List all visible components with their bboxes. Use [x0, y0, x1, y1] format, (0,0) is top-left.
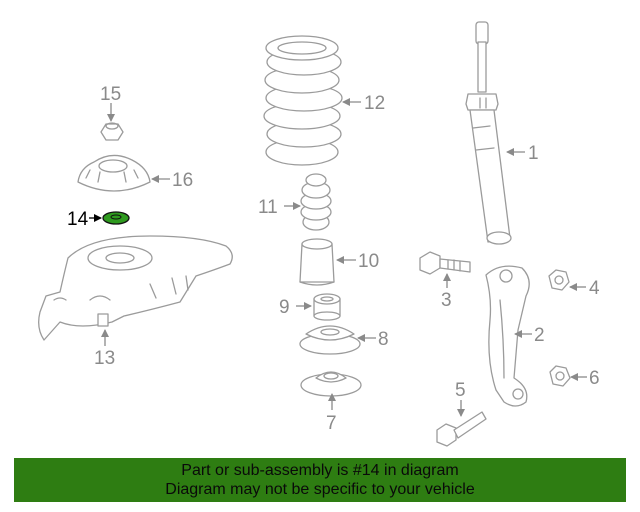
- callout-16: 16: [172, 170, 193, 191]
- nut-lower-part[interactable]: [549, 365, 571, 387]
- callout-2: 2: [534, 325, 545, 346]
- nut-upper-part[interactable]: [548, 269, 570, 291]
- callout-5: 5: [455, 380, 466, 401]
- callout-4: 4: [589, 278, 600, 299]
- callout-7: 7: [326, 413, 337, 434]
- coil-spring-part[interactable]: [263, 35, 343, 166]
- knuckle-bracket-part[interactable]: [38, 235, 233, 341]
- callout-9: 9: [279, 297, 290, 318]
- fitment-notice-banner: Part or sub-assembly is #14 in diagram D…: [14, 458, 626, 502]
- banner-line-1: Part or sub-assembly is #14 in diagram: [181, 462, 459, 479]
- callout-10: 10: [358, 251, 379, 272]
- callout-3: 3: [441, 290, 452, 311]
- callout-6: 6: [589, 368, 600, 389]
- washer-part-highlighted[interactable]: [102, 211, 130, 225]
- spring-seat-part[interactable]: [299, 325, 361, 355]
- callout-12: 12: [364, 93, 385, 114]
- control-link-part[interactable]: [485, 265, 530, 407]
- shock-absorber-part[interactable]: [465, 21, 512, 245]
- top-nut-part[interactable]: [100, 122, 124, 141]
- spacer-part[interactable]: [313, 293, 341, 321]
- dust-boot-part[interactable]: [299, 238, 335, 286]
- bump-stop-part[interactable]: [300, 173, 332, 231]
- callout-1: 1: [528, 143, 539, 164]
- long-bolt-part[interactable]: [436, 411, 487, 447]
- callout-14: 14: [67, 209, 89, 230]
- bolt-part[interactable]: [419, 251, 471, 275]
- strut-mount-part[interactable]: [77, 154, 151, 192]
- callout-11: 11: [258, 197, 278, 218]
- banner-line-2: Diagram may not be specific to your vehi…: [165, 481, 475, 498]
- callout-8: 8: [378, 329, 389, 350]
- callout-15: 15: [100, 84, 121, 105]
- callout-13: 13: [94, 348, 115, 369]
- lower-spring-pad-part[interactable]: [300, 371, 362, 397]
